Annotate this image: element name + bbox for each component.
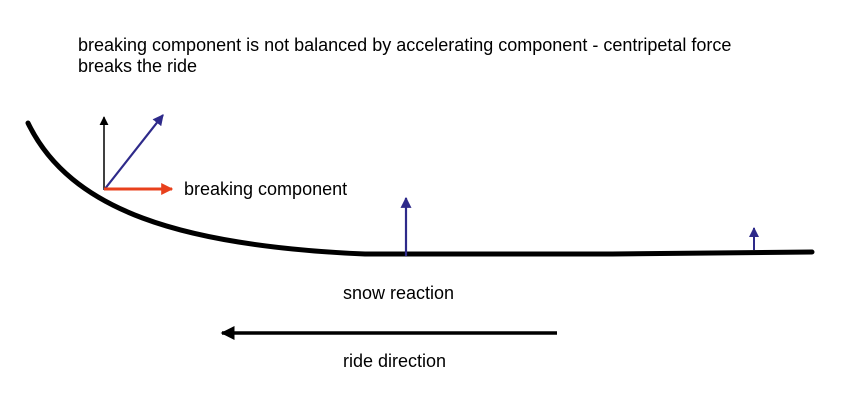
caption-line-2: breaks the ride — [78, 56, 198, 76]
breaking-component-label: breaking component — [184, 179, 348, 199]
slope-curve — [25, 120, 815, 257]
ride-direction-label: ride direction — [343, 351, 447, 371]
snow-reaction-label: snow reaction — [343, 283, 455, 303]
slope-reaction-arrow — [103, 114, 164, 191]
caption-line-1: breaking component is not balanced by ac… — [78, 35, 732, 55]
